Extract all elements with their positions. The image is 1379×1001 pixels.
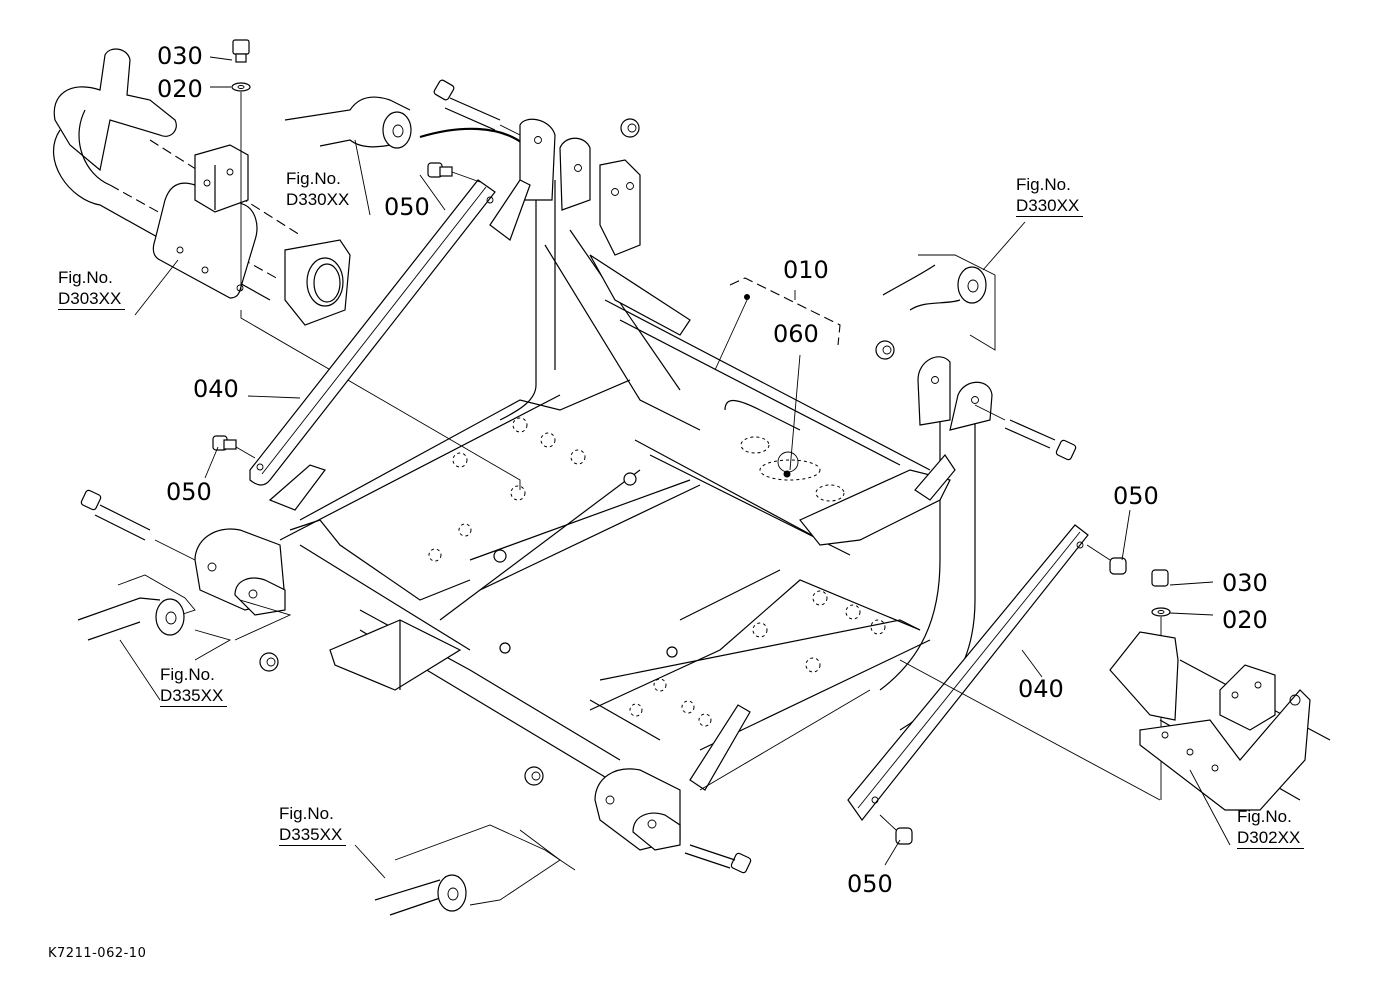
left-front-bracket xyxy=(80,489,292,672)
callout-060: 060 xyxy=(773,320,819,348)
left-lower-pivot xyxy=(77,574,232,661)
figref-prefix: Fig.No. xyxy=(279,804,334,823)
right-brace-040 xyxy=(847,524,1089,822)
main-frame xyxy=(279,118,993,781)
figref-d335-left[interactable]: Fig.No. D335XX xyxy=(160,664,228,707)
figref-code: D303XX xyxy=(58,288,126,310)
upper-bolt xyxy=(433,79,640,141)
callout-050-left: 050 xyxy=(166,478,212,506)
figref-code: D302XX xyxy=(1237,827,1305,849)
figref-code: D330XX xyxy=(1016,195,1084,217)
bolt-050-right xyxy=(1086,544,1127,575)
figref-prefix: Fig.No. xyxy=(286,169,341,188)
callout-050-upper: 050 xyxy=(384,193,430,221)
figref-code: D330XX xyxy=(286,190,350,209)
figref-prefix: Fig.No. xyxy=(1016,175,1071,194)
floor-nuts xyxy=(428,417,886,727)
bolt-030-left xyxy=(231,39,251,290)
bottom-front-bracket xyxy=(524,689,871,874)
figref-d335-bottom[interactable]: Fig.No. D335XX xyxy=(279,803,347,846)
left-upper-pivot xyxy=(284,96,526,149)
figref-d330-left[interactable]: Fig.No. D330XX xyxy=(286,168,349,210)
figref-code: D335XX xyxy=(279,824,347,846)
callout-040-left: 040 xyxy=(193,375,239,403)
bolt-050-left xyxy=(212,435,256,459)
fitting-060 xyxy=(740,436,845,502)
bottom-lower-pivot xyxy=(374,824,576,916)
bolt-050-bottom xyxy=(879,814,913,845)
left-brace-040 xyxy=(249,179,496,486)
callout-020-top-left: 020 xyxy=(157,75,203,103)
figref-prefix: Fig.No. xyxy=(58,268,113,287)
callout-030-right: 030 xyxy=(1222,569,1268,597)
callout-010: 010 xyxy=(783,256,829,284)
figref-d330-right[interactable]: Fig.No. D330XX xyxy=(1016,174,1084,217)
figref-code: D335XX xyxy=(160,685,228,707)
callout-040-right: 040 xyxy=(1018,675,1064,703)
figref-d302[interactable]: Fig.No. D302XX xyxy=(1237,806,1305,849)
callout-050-right: 050 xyxy=(1113,482,1159,510)
bolt-050-upper xyxy=(427,162,481,183)
right-upper-pivot xyxy=(875,254,1077,461)
leader-lines xyxy=(119,139,1231,879)
left-axle-housing xyxy=(53,48,351,326)
figref-prefix: Fig.No. xyxy=(160,665,215,684)
drawing-number: K7211-062-10 xyxy=(48,946,147,961)
figref-d303[interactable]: Fig.No. D303XX xyxy=(58,267,126,310)
callout-020-right: 020 xyxy=(1222,606,1268,634)
figref-prefix: Fig.No. xyxy=(1237,807,1292,826)
callout-030-top-left: 030 xyxy=(157,42,203,70)
bracket-010 xyxy=(729,277,841,346)
callout-050-bottom: 050 xyxy=(847,870,893,898)
right-axle-housing xyxy=(899,569,1331,811)
